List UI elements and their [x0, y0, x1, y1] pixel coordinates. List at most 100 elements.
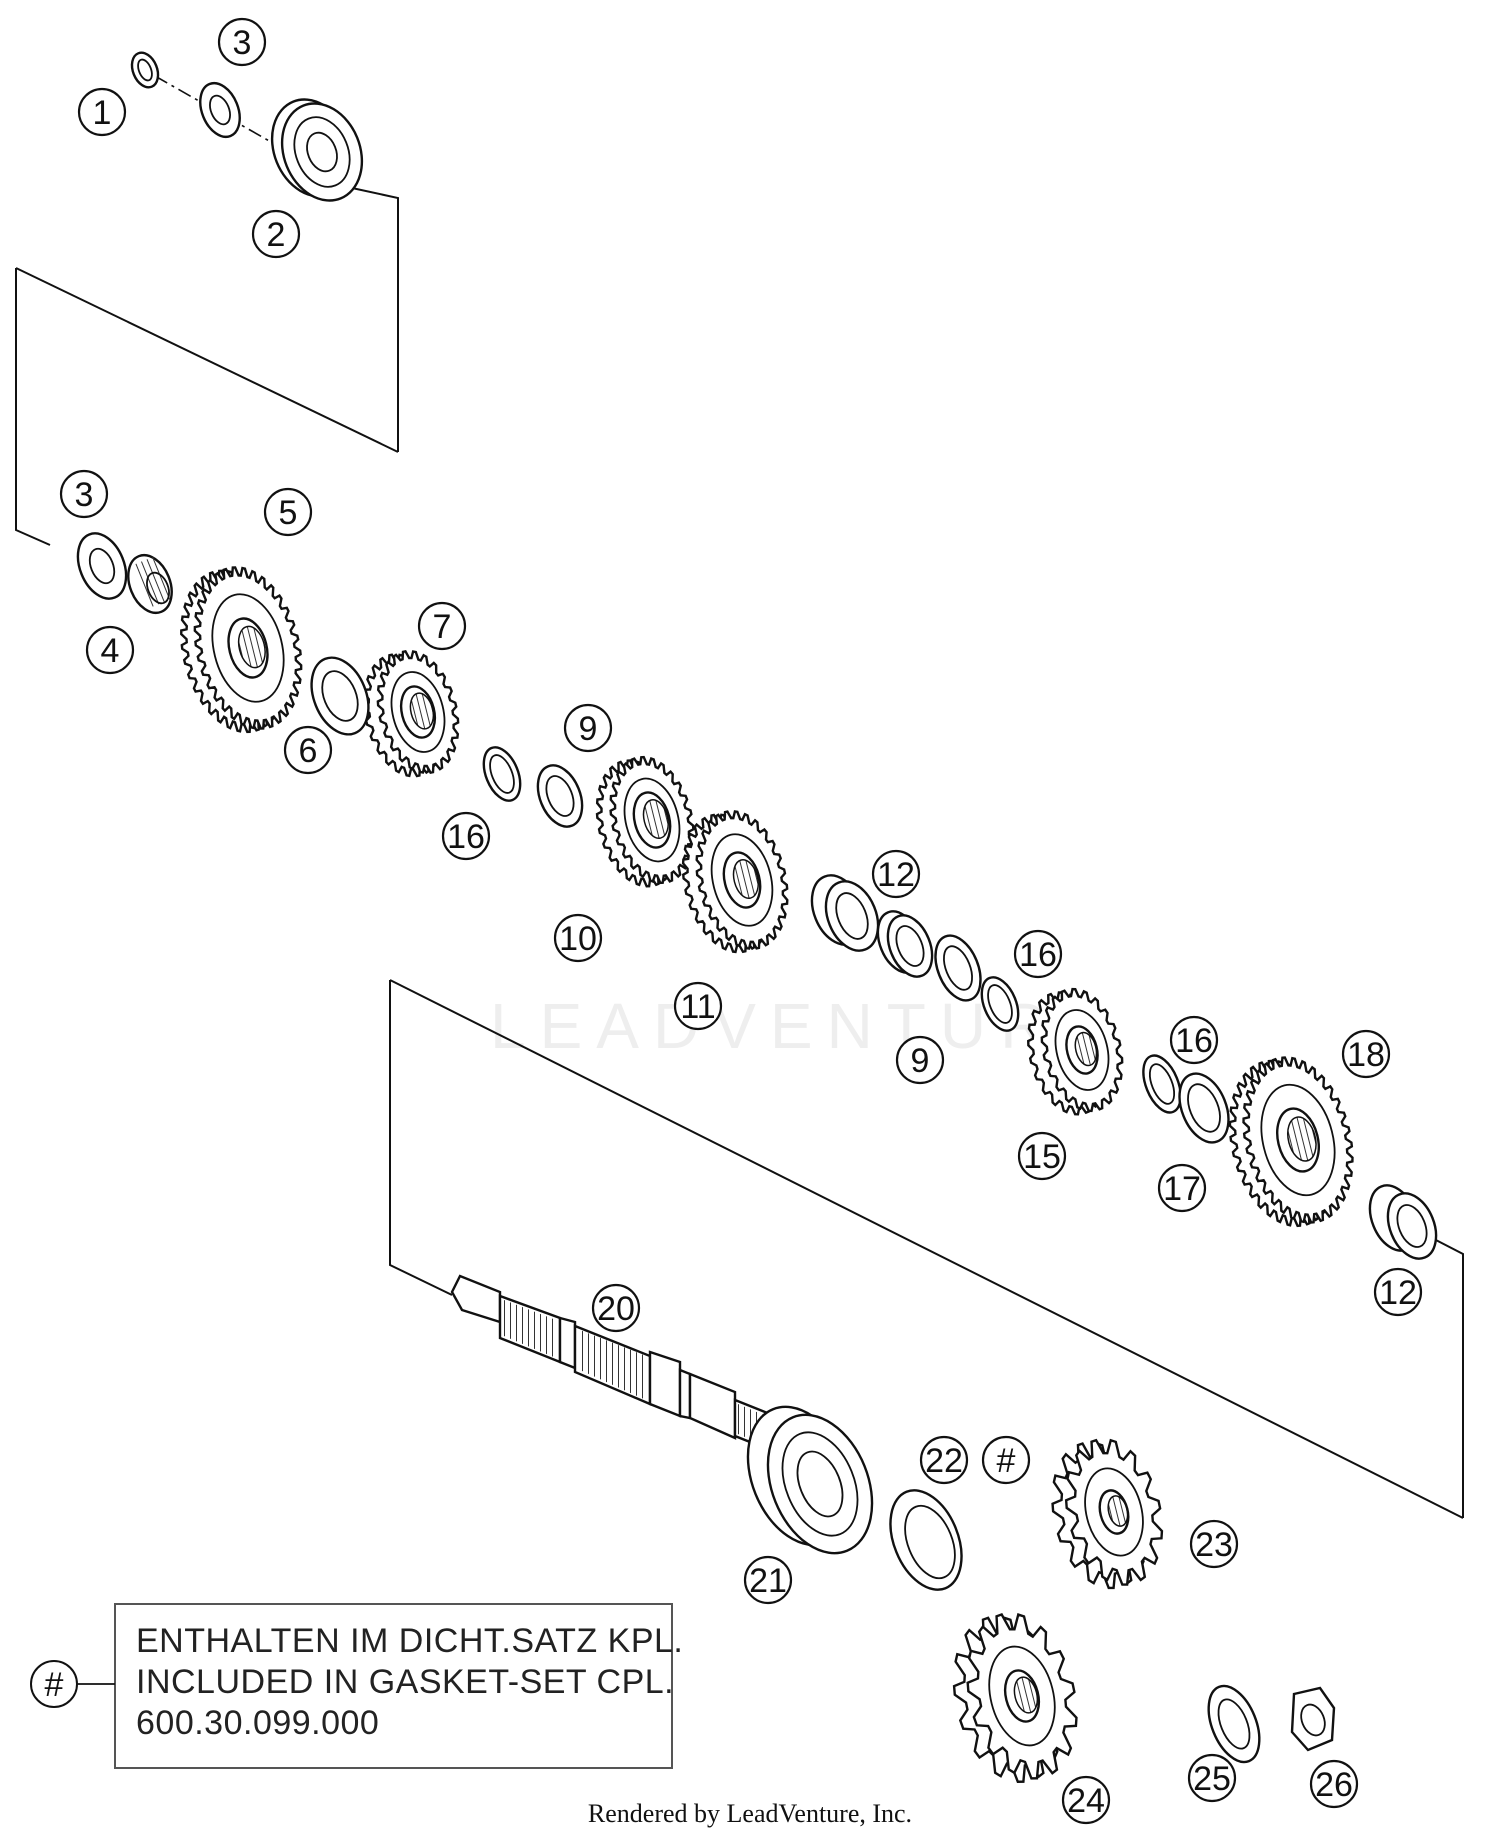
callout-label: 18 — [1347, 1036, 1385, 1074]
lower-frame-left — [389, 980, 453, 1296]
callout-c16c: 16 — [1169, 1015, 1219, 1065]
gear-part-18 — [1228, 1056, 1354, 1228]
callout-label: 1 — [93, 94, 112, 132]
callout-c2: 2 — [251, 209, 301, 259]
callout-label: 3 — [75, 476, 94, 514]
sprocket-part-24 — [952, 1613, 1078, 1783]
gear-part-11 — [681, 810, 789, 954]
callout-label: 4 — [101, 632, 120, 670]
note-box: # ENTHALTEN IM DICHT.SATZ KPL. INCLUDED … — [30, 1603, 683, 1769]
callout-c4: 4 — [85, 625, 135, 675]
callout-label: 16 — [447, 818, 485, 856]
circlip-part-1 — [130, 51, 160, 89]
callout-label: 15 — [1023, 1138, 1061, 1176]
shaft-seal-part-22 — [889, 1489, 963, 1591]
washer-part-9-a — [536, 764, 584, 828]
note-frame — [114, 1603, 673, 1769]
callout-c22: 22 — [919, 1435, 969, 1485]
callout-label: 10 — [559, 920, 597, 958]
sprocket-part-23 — [1051, 1438, 1164, 1590]
circlip-part-16-a — [482, 746, 522, 802]
callout-label: 12 — [1379, 1274, 1417, 1312]
note-symbol: # — [45, 1666, 64, 1704]
lower-frame-right — [1431, 1237, 1464, 1518]
needle-bearing-part-4 — [127, 553, 173, 615]
bushing-part-12-small — [876, 910, 934, 978]
ball-bearing-part-21 — [746, 1405, 874, 1555]
upper-frame-diagonal — [15, 267, 399, 453]
circlip-part-16-c — [1142, 1054, 1182, 1114]
callout-c16a: 16 — [441, 811, 491, 861]
callout-label: 25 — [1193, 1760, 1231, 1798]
callout-label: # — [997, 1442, 1016, 1480]
callout-label: 3 — [233, 24, 252, 62]
note-line-german: ENTHALTEN IM DICHT.SATZ KPL. — [136, 1622, 683, 1660]
callout-c1: 1 — [77, 87, 127, 137]
callout-label: 16 — [1019, 936, 1057, 974]
callout-chash: # — [981, 1435, 1031, 1485]
note-line-english: INCLUDED IN GASKET-SET CPL. — [136, 1663, 674, 1701]
callout-label: 6 — [299, 732, 318, 770]
callout-label: 22 — [925, 1442, 963, 1480]
callout-c12a: 12 — [871, 849, 921, 899]
callout-label: 5 — [279, 494, 298, 532]
countershaft-part-20 — [450, 1274, 794, 1454]
gear-part-7 — [363, 649, 460, 778]
callout-c21: 21 — [743, 1555, 793, 1605]
washer-part-17 — [1178, 1072, 1230, 1144]
callout-c9a: 9 — [563, 703, 613, 753]
watermark-text: LEADVENTURE — [490, 990, 1117, 1062]
callout-c24: 24 — [1061, 1775, 1111, 1825]
callout-label: 23 — [1195, 1526, 1233, 1564]
lock-washer-part-25 — [1207, 1684, 1261, 1764]
callout-label: 24 — [1067, 1782, 1105, 1820]
circlip-part-16-b — [980, 976, 1020, 1032]
nut-part-26 — [1290, 1686, 1336, 1752]
callout-c17: 17 — [1157, 1163, 1207, 1213]
gear-part-10 — [595, 755, 695, 888]
callout-c10: 10 — [553, 913, 603, 963]
callout-label: 21 — [749, 1562, 787, 1600]
assembly-frames — [15, 75, 1464, 1519]
callout-c18: 18 — [1341, 1029, 1391, 1079]
callout-label: 7 — [433, 608, 452, 646]
callout-label: 11 — [680, 988, 715, 1026]
callout-c3a: 3 — [217, 17, 267, 67]
top-axis-line — [154, 75, 353, 189]
callout-c6: 6 — [283, 725, 333, 775]
gear-part-5 — [180, 566, 303, 734]
callout-c9b: 9 — [895, 1035, 945, 1085]
watermark: LEADVENTURE — [490, 990, 1117, 1062]
ball-bearing-part-2 — [270, 98, 364, 202]
bushing-part-12-a — [810, 874, 880, 952]
callout-label: 26 — [1315, 1766, 1353, 1804]
upper-frame-right — [351, 187, 399, 452]
washer-part-3-top — [199, 81, 241, 139]
callout-c23: 23 — [1189, 1519, 1239, 1569]
callout-c15: 15 — [1017, 1131, 1067, 1181]
callout-c20: 20 — [591, 1283, 641, 1333]
callout-c5: 5 — [263, 487, 313, 537]
callout-label: 16 — [1175, 1022, 1213, 1060]
lower-frame-diagonal — [389, 979, 1464, 1519]
washer-part-3-lower — [76, 532, 128, 600]
gear-group — [180, 566, 1354, 1783]
thrust-washer-part-6 — [310, 656, 370, 736]
callout-c7: 7 — [417, 601, 467, 651]
bushing-part-12-b — [1368, 1184, 1438, 1260]
callout-c26: 26 — [1309, 1759, 1359, 1809]
callout-c25: 25 — [1187, 1753, 1237, 1803]
callout-c12b: 12 — [1373, 1267, 1423, 1317]
upper-frame-left — [15, 268, 51, 546]
callout-label: 17 — [1163, 1170, 1201, 1208]
gear-part-15 — [1027, 987, 1124, 1116]
callout-label: 12 — [877, 856, 915, 894]
callout-label: 9 — [579, 710, 598, 748]
callout-c11: 11 — [673, 981, 723, 1031]
callout-c3b: 3 — [59, 469, 109, 519]
callout-c16b: 16 — [1013, 929, 1063, 979]
note-line-part-number: 600.30.099.000 — [136, 1704, 379, 1742]
washer-part-9-b — [934, 934, 982, 1002]
